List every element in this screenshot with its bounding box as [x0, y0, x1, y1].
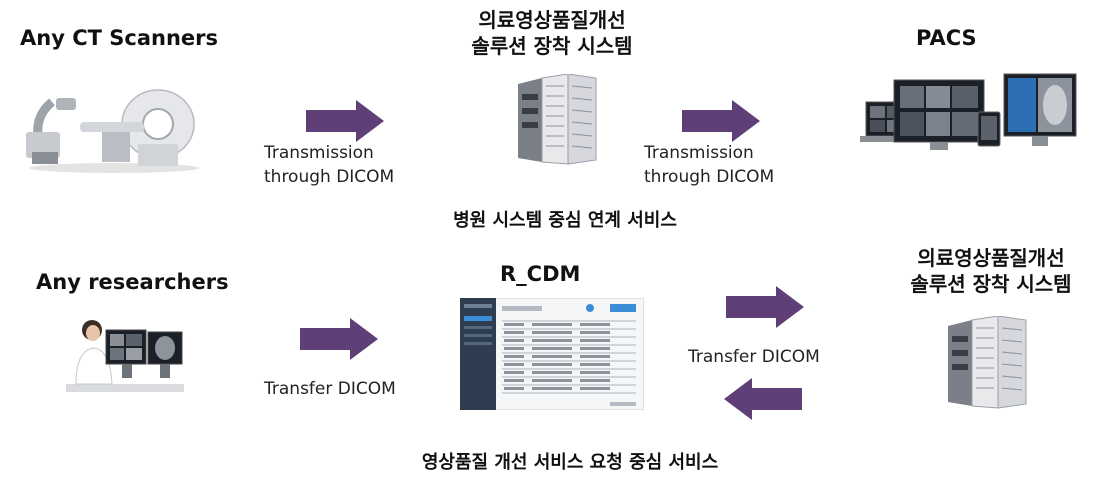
server-rack-image — [944, 315, 1030, 414]
rcdm-app-screenshot — [459, 297, 645, 414]
rcdm-title: R_CDM — [500, 262, 581, 286]
dest-server-title-line1: 의료영상품질개선 — [917, 246, 1065, 270]
arrow-shape — [682, 100, 760, 142]
arrow-right-icon — [306, 100, 384, 142]
pacs-title: PACS — [916, 26, 977, 50]
arrow2-caption-line1: Transmission — [644, 143, 754, 163]
arrow-shape — [724, 378, 802, 420]
arrow1-caption-line2: through DICOM — [264, 167, 395, 187]
arrow1-caption-line1: Transmission — [264, 143, 374, 163]
researchers-title: Any researchers — [36, 270, 229, 294]
arrow-left-icon — [724, 378, 802, 420]
researcher-image — [66, 316, 184, 396]
quality-service-caption: 영상품질 개선 서비스 요청 중심 서비스 — [421, 452, 719, 473]
arrow-right-icon — [682, 100, 760, 142]
arrow-shape — [306, 100, 384, 142]
ct-scanner-image — [22, 88, 202, 178]
transfer-caption-right: Transfer DICOM — [688, 347, 820, 367]
server-title-line2: 솔루션 장착 시스템 — [471, 34, 633, 58]
pacs-monitors-image — [860, 72, 1080, 162]
transfer-caption-left: Transfer DICOM — [264, 379, 396, 399]
arrow2-caption-line2: through DICOM — [644, 167, 775, 187]
arrow-shape — [300, 318, 378, 360]
arrow-right-icon — [726, 286, 804, 328]
server-title-line1: 의료영상품질개선 — [478, 8, 626, 32]
server-rack-image — [514, 73, 600, 170]
arrow-shape — [726, 286, 804, 328]
ct-scanners-title: Any CT Scanners — [20, 26, 218, 50]
hospital-service-caption: 병원 시스템 중심 연계 서비스 — [453, 210, 677, 231]
dest-server-title-line2: 솔루션 장착 시스템 — [910, 272, 1072, 296]
arrow-right-icon — [300, 318, 378, 360]
